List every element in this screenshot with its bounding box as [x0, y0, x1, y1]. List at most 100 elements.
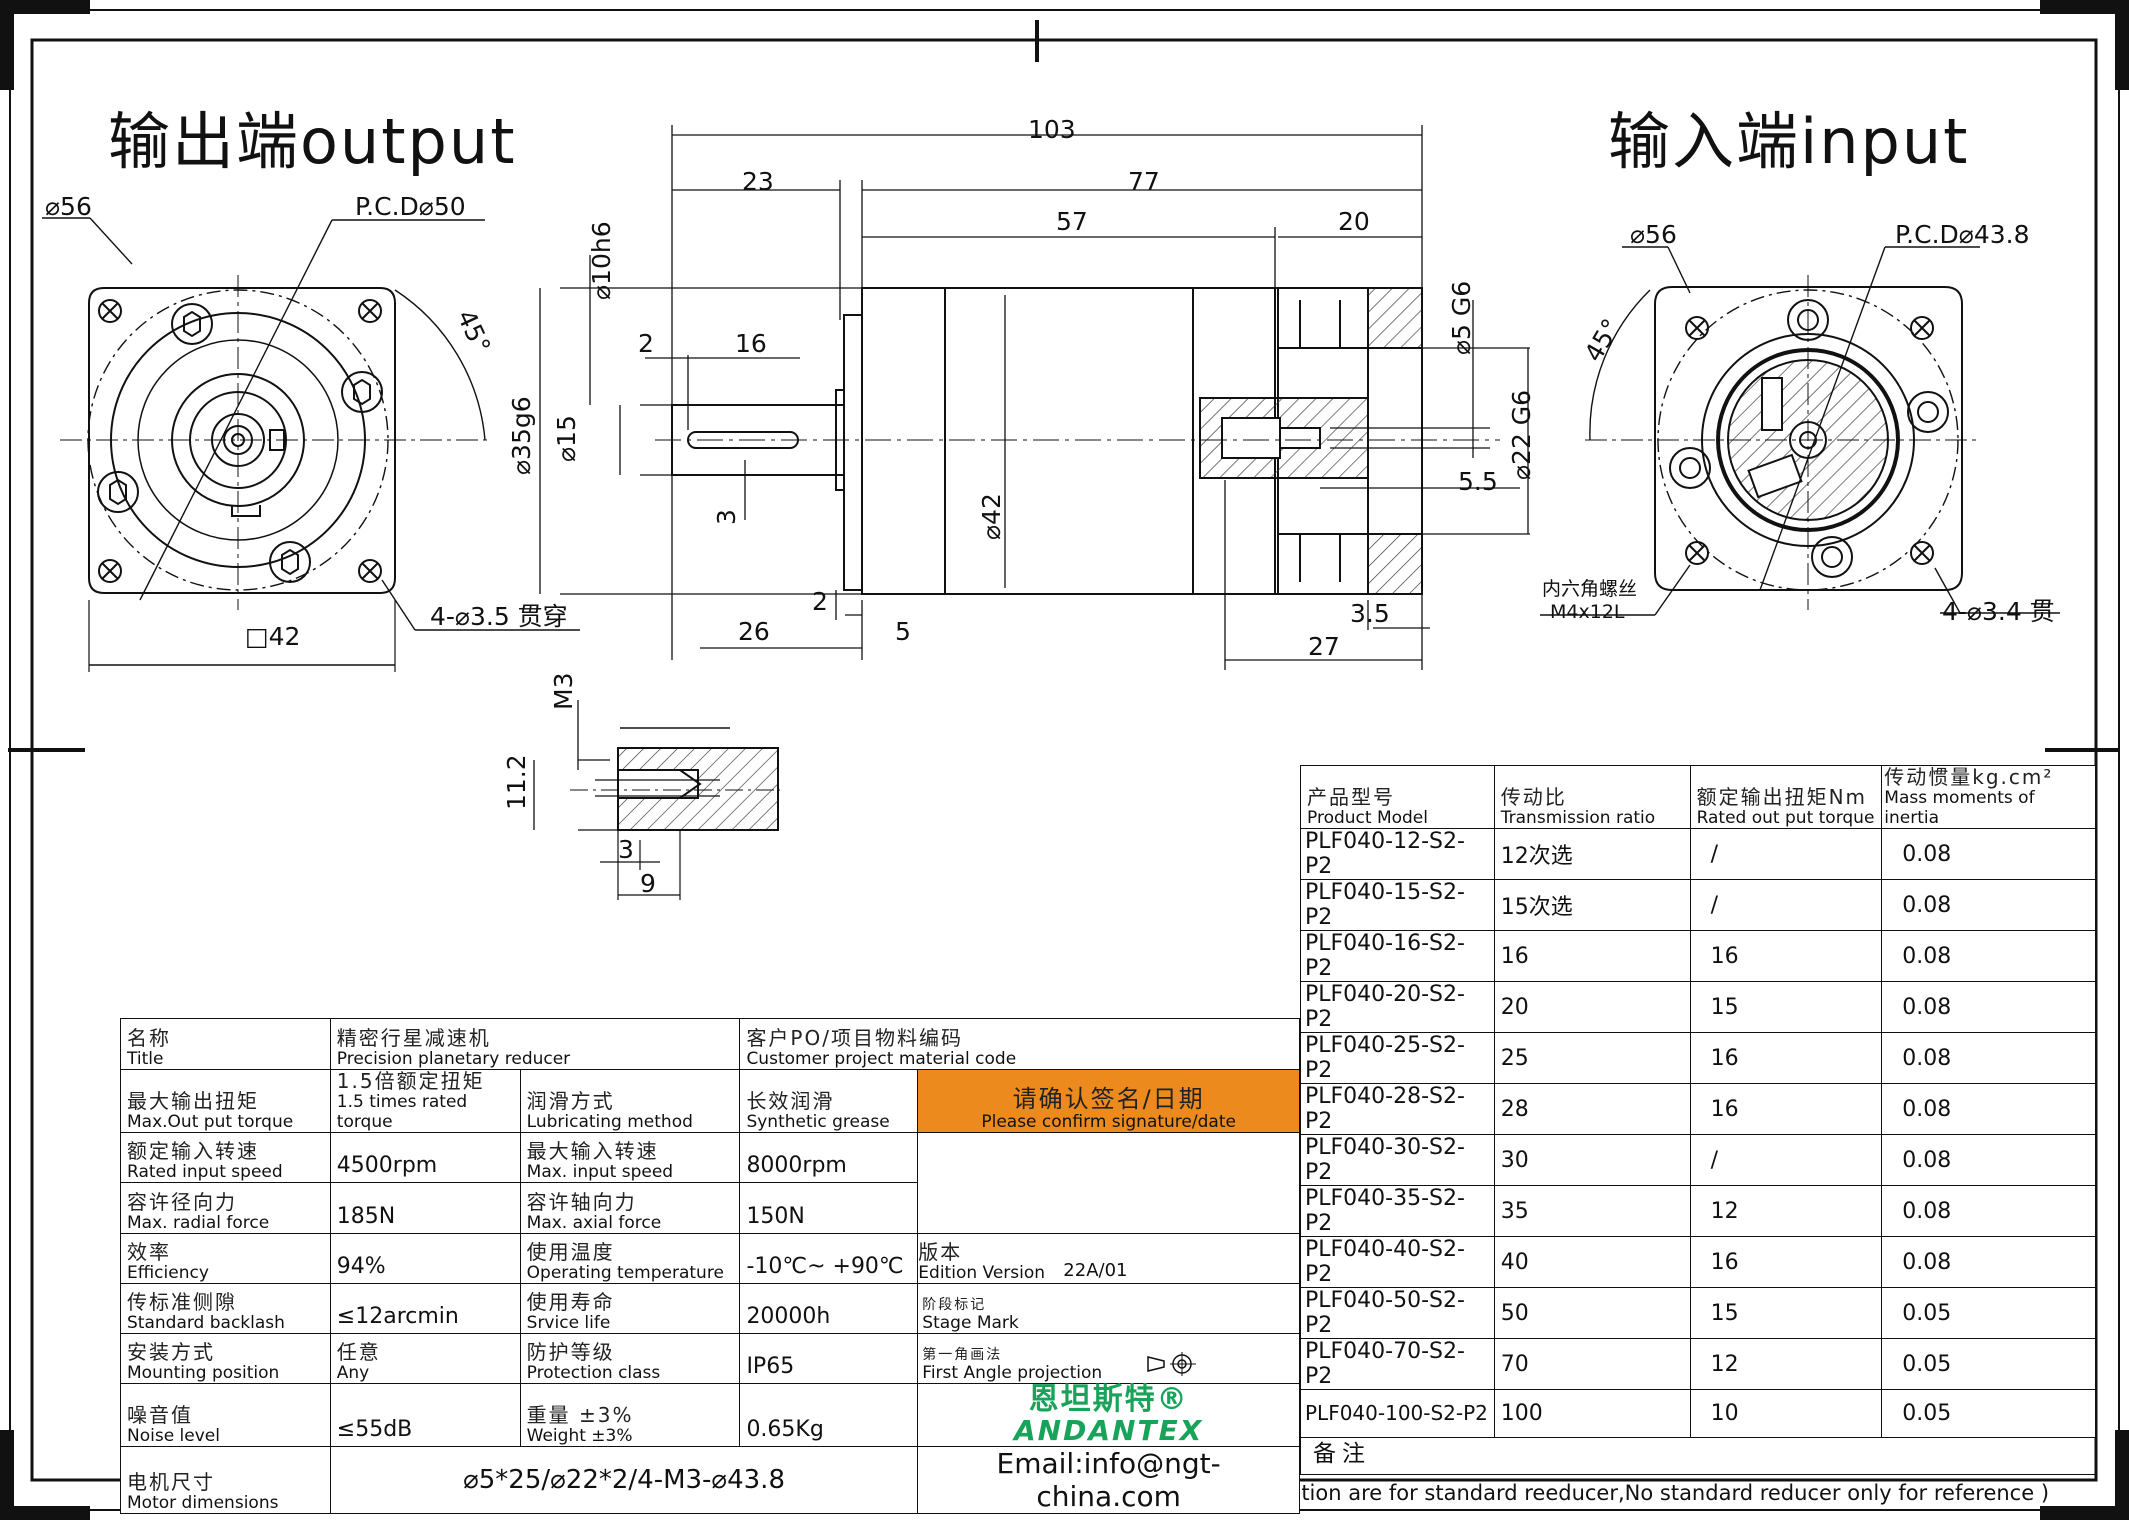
ratio-cell: 28 [1493, 1083, 1691, 1135]
hex-screw-label-cn: 内六角螺丝 [1542, 578, 1637, 600]
torque-cell: / [1689, 1134, 1883, 1186]
remark-cell: 备注 [1300, 1427, 2096, 1475]
email-cell: Email:info@ngt-china.com [917, 1446, 1300, 1514]
side-view [539, 125, 1530, 670]
dim-input-pcd: P.C.D⌀43.8 [1895, 220, 2030, 249]
dim-input-dia: ⌀56 [1630, 220, 1677, 249]
inertia-cell: 0.08 [1881, 1185, 2096, 1237]
projection-symbol-icon [1147, 1352, 1197, 1376]
spec-backlash-value: ≤12arcmin [329, 1283, 521, 1334]
dim-output-holes: 4-⌀3.5 贯穿 [430, 602, 568, 631]
model-cell: PLF040-16-S2-P2 [1300, 930, 1495, 982]
model-cell: PLF040-100-S2-P2 [1300, 1389, 1495, 1438]
dim-total-length: 103 [1028, 115, 1076, 144]
output-title: 输出端output [108, 105, 517, 178]
dim-key-2: 2 [638, 329, 654, 358]
dim-key-3: 3 [712, 509, 741, 525]
output-flange-view [42, 217, 580, 672]
dim-bore-5: ⌀5 G6 [1447, 281, 1476, 355]
model-cell: PLF040-35-S2-P2 [1300, 1185, 1495, 1237]
dim-len-5-5: 5.5 [1458, 467, 1498, 496]
company-logo: 恩坦斯特®ANDANTEX [917, 1383, 1300, 1447]
dim-len-20: 20 [1338, 207, 1370, 236]
dim-input-holes: 4-⌀3.4 贯 [1942, 597, 2055, 626]
dim-shaft-tol: ⌀10h6 [587, 221, 616, 300]
torque-cell: 10 [1689, 1389, 1883, 1438]
dim-len-23: 23 [742, 167, 774, 196]
edition-value: 22A/01 [1063, 1260, 1128, 1281]
spec-noise-value: ≤55dB [329, 1383, 521, 1447]
inertia-cell: 0.08 [1881, 981, 2096, 1033]
dim-dia-42: ⌀42 [977, 493, 1006, 540]
dim-output-dia: ⌀56 [45, 192, 92, 221]
dim-len-77: 77 [1128, 167, 1160, 196]
model-cell: PLF040-50-S2-P2 [1300, 1287, 1495, 1339]
dim-output-square: □42 [245, 622, 300, 651]
torque-cell: 15 [1689, 981, 1883, 1033]
dim-output-pcd: P.C.D⌀50 [355, 192, 466, 221]
ratio-cell: 16 [1493, 930, 1691, 982]
torque-cell: 16 [1689, 1083, 1883, 1135]
model-cell: PLF040-20-S2-P2 [1300, 981, 1495, 1033]
torque-cell: 12 [1689, 1338, 1883, 1390]
model-cell: PLF040-15-S2-P2 [1300, 879, 1495, 931]
inertia-cell: 0.05 [1881, 1287, 2096, 1339]
torque-cell: 12 [1689, 1185, 1883, 1237]
spec-temp-value: -10℃~ +90℃ [739, 1233, 919, 1284]
torque-cell: 16 [1689, 1032, 1883, 1084]
ratio-cell: 20 [1493, 981, 1691, 1033]
spec-max-speed-value: 8000rpm [739, 1132, 919, 1183]
spec-axial-value: 150N [739, 1182, 919, 1234]
dim-thread-m3: M3 [549, 673, 578, 710]
ratio-cell: 15次选 [1493, 879, 1691, 931]
ratio-cell: 70 [1493, 1338, 1691, 1390]
torque-cell: 16 [1689, 1236, 1883, 1288]
ratio-cell: 30 [1493, 1134, 1691, 1186]
model-cell: PLF040-25-S2-P2 [1300, 1032, 1495, 1084]
dim-key-16: 16 [735, 329, 767, 358]
inertia-cell: 0.08 [1881, 930, 2096, 982]
dim-len-26: 26 [738, 617, 770, 646]
input-title: 输入端input [1608, 105, 1969, 178]
signature-area[interactable] [917, 1132, 1300, 1234]
spec-eff-value: 94% [329, 1233, 521, 1284]
remark-label: 备注 [1313, 1440, 1371, 1467]
dim-dia-35: ⌀35g6 [507, 396, 536, 475]
ratio-cell: 35 [1493, 1185, 1691, 1237]
dim-len-11-2: 11.2 [502, 754, 531, 810]
ratio-cell: 100 [1493, 1389, 1691, 1438]
inertia-cell: 0.08 [1881, 1083, 2096, 1135]
spec-life-value: 20000h [739, 1283, 919, 1334]
spec-weight-label: 重量 ±3%Weight ±3% [519, 1383, 741, 1447]
model-cell: PLF040-12-S2-P2 [1300, 828, 1495, 880]
dim-len-3-5: 3.5 [1350, 599, 1390, 628]
model-cell: PLF040-70-S2-P2 [1300, 1338, 1495, 1390]
